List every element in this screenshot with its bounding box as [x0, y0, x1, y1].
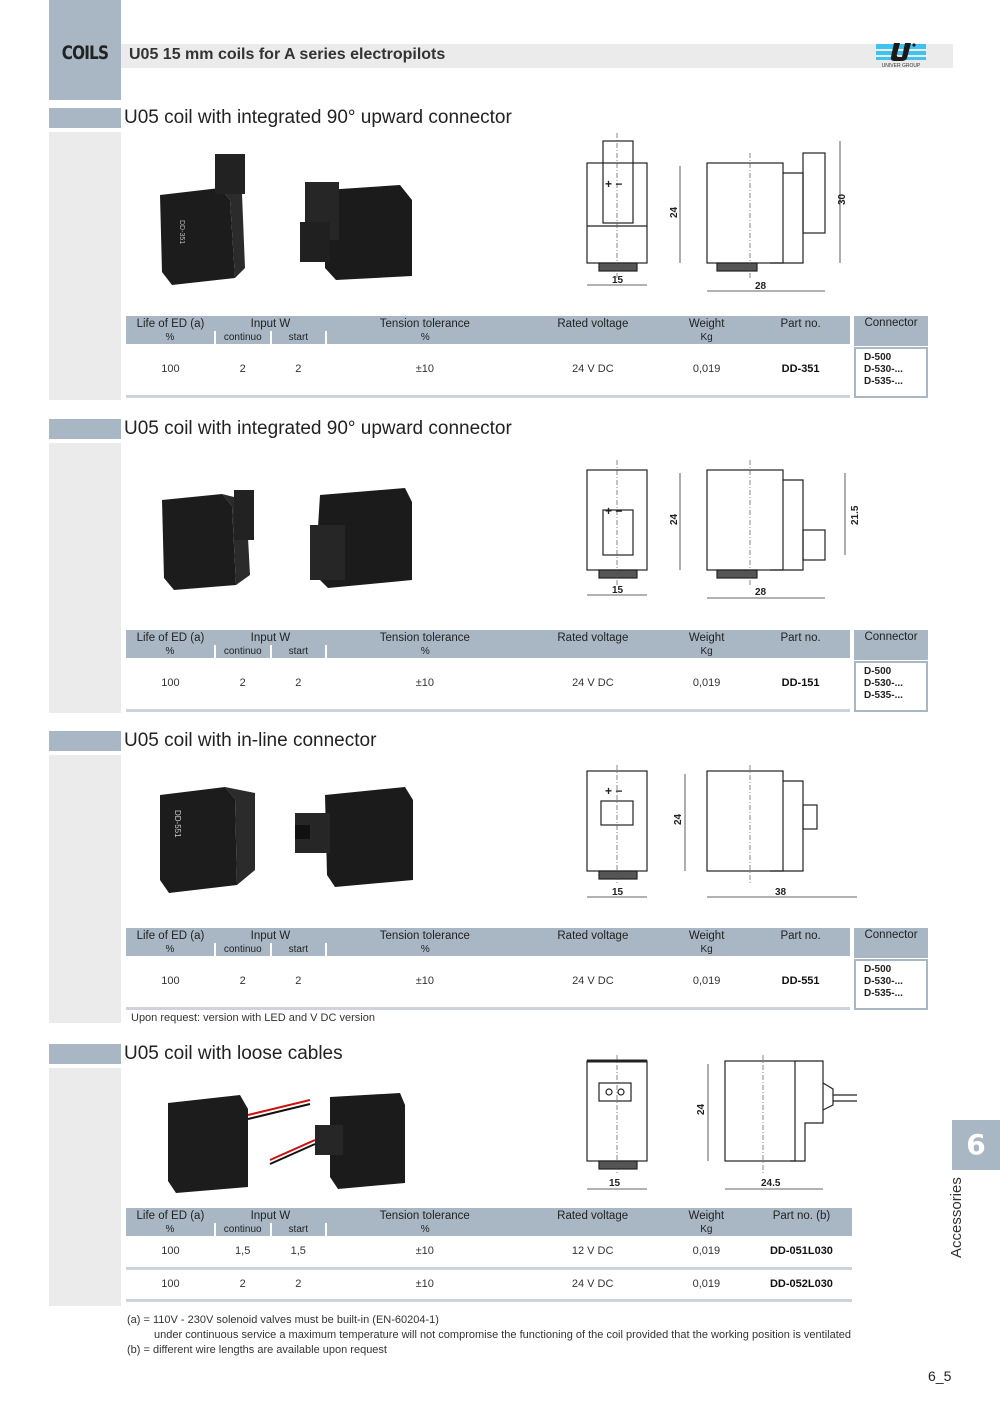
- footnote-a-detail: under continuous service a maximum tempe…: [154, 1329, 852, 1341]
- logo-icon: UNIVER GROUP: [876, 43, 926, 69]
- univer-group-logo: UNIVER GROUP: [874, 42, 928, 69]
- dimension-drawing: 15 28 24 30 + −: [586, 133, 848, 292]
- category-label: COILS: [61, 42, 109, 64]
- coil-photo: [162, 488, 412, 590]
- dimension-drawing: 15 24.5 24: [586, 1055, 857, 1190]
- svg-text:15: 15: [609, 1178, 621, 1189]
- coil-photo: DD-351: [160, 154, 412, 285]
- section-title: U05 coil with loose cables: [124, 1043, 343, 1064]
- footnote-a: (a) = 110V - 230V solenoid valves must b…: [127, 1314, 439, 1326]
- svg-text:DD-551: DD-551: [173, 810, 182, 838]
- chapter-tab: 6: [952, 1120, 1000, 1170]
- svg-text:24: 24: [669, 206, 680, 218]
- page-number: 6_5: [928, 1368, 952, 1384]
- svg-text:24: 24: [696, 1103, 707, 1115]
- svg-text:15: 15: [612, 887, 624, 898]
- section-tab: [49, 419, 121, 439]
- coil-photo: [168, 1093, 405, 1193]
- title-bar: [121, 44, 953, 68]
- connector-header: Connector: [854, 316, 928, 346]
- svg-text:28: 28: [755, 587, 767, 598]
- svg-text:21.5: 21.5: [850, 505, 861, 525]
- category-tab: [49, 0, 121, 100]
- coil-photo: DD-551: [160, 787, 413, 893]
- svg-text:30: 30: [837, 193, 848, 205]
- section-title: U05 coil with integrated 90° upward conn…: [124, 107, 512, 128]
- section-title: U05 coil with in-line connector: [124, 730, 377, 751]
- chapter-label: Accessories: [948, 1177, 965, 1258]
- section-sidebar: [49, 132, 121, 400]
- dimension-drawing: 15 28 24 21.5 + −: [586, 460, 861, 599]
- svg-text:24: 24: [673, 813, 684, 825]
- page-title: U05 15 mm coils for A series electropilo…: [129, 46, 446, 63]
- svg-text:15: 15: [612, 275, 624, 286]
- footnotes: (a) = 110V - 230V solenoid valves must b…: [127, 1313, 947, 1358]
- svg-text:+ −: + −: [605, 784, 622, 798]
- svg-text:UNIVER GROUP: UNIVER GROUP: [882, 63, 921, 68]
- connector-header: Connector: [854, 630, 928, 660]
- section-sidebar: [49, 755, 121, 1023]
- section-tab: [49, 108, 121, 128]
- svg-text:24.5: 24.5: [761, 1178, 781, 1189]
- svg-text:DD-351: DD-351: [178, 220, 185, 244]
- section-sidebar: [49, 443, 121, 713]
- dimension-drawing: 15 38 24 + −: [586, 765, 857, 898]
- section-tab: [49, 1044, 121, 1064]
- svg-text:24: 24: [669, 513, 680, 525]
- section-tab: [49, 731, 121, 751]
- section-sidebar: [49, 1068, 121, 1306]
- svg-text:28: 28: [755, 281, 767, 292]
- footnote-b: (b) = different wire lengths are availab…: [127, 1344, 387, 1356]
- connector-header: Connector: [854, 928, 928, 958]
- svg-text:15: 15: [612, 585, 624, 596]
- section-title: U05 coil with integrated 90° upward conn…: [124, 418, 512, 439]
- svg-text:+ −: + −: [605, 504, 622, 518]
- svg-text:38: 38: [775, 887, 787, 898]
- svg-text:+ −: + −: [605, 177, 622, 191]
- section-note: Upon request: version with LED and V DC …: [131, 1012, 375, 1024]
